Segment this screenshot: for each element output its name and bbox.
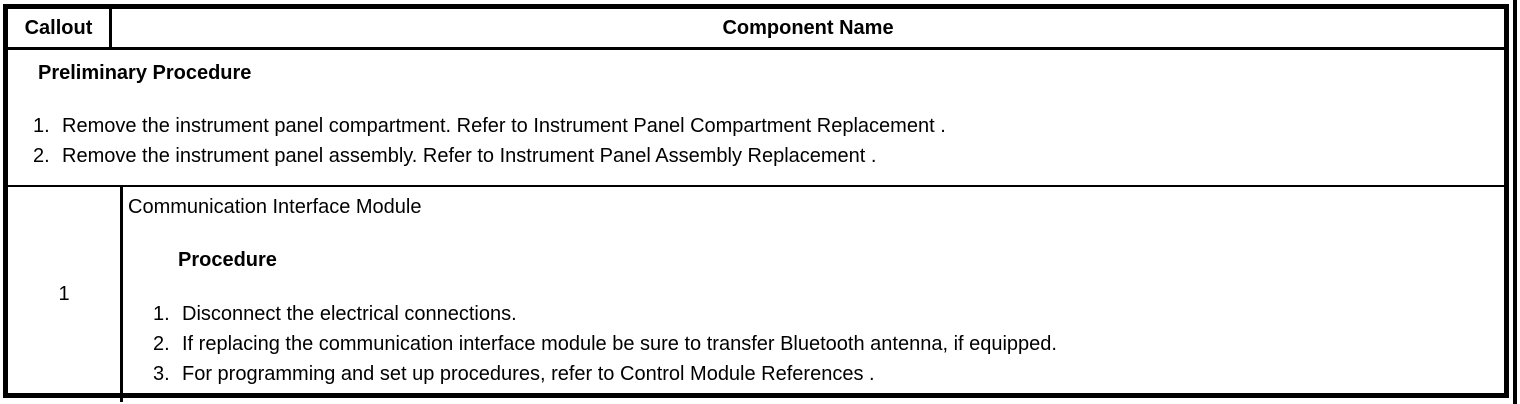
component-name: Communication Interface Module — [128, 196, 422, 218]
component-row: 1 Communication Interface Module Procedu… — [8, 187, 1504, 402]
step-number: 1. — [153, 303, 170, 325]
callout-cell: 1 — [8, 187, 123, 402]
step-text-suffix: . — [863, 363, 875, 385]
step-number: 2. — [33, 145, 50, 167]
step-text-suffix: . — [934, 115, 946, 137]
step-text: For programming and set up procedures, r… — [182, 359, 1504, 389]
reference-link-instrument-panel-compartment-replacement[interactable]: Instrument Panel Compartment Replacement — [533, 115, 935, 137]
procedure-heading: Procedure — [178, 249, 277, 271]
step-text-lead: For programming and set up procedures, r… — [182, 363, 620, 385]
step-text: If replacing the communication interface… — [182, 329, 1504, 359]
step-text-lead: Remove the instrument panel assembly. Re… — [62, 145, 500, 167]
reference-link-control-module-references[interactable]: Control Module References — [620, 363, 864, 385]
step-number: 2. — [153, 333, 170, 355]
component-cell: Communication Interface Module Procedure… — [123, 187, 1504, 402]
reference-link-instrument-panel-assembly-replacement[interactable]: Instrument Panel Assembly Replacement — [499, 145, 866, 167]
callout-column-header: Callout — [8, 9, 112, 47]
procedure-step-1: 1. Disconnect the electrical connections… — [128, 299, 1504, 329]
page-edge-rule — [1513, 0, 1517, 404]
component-table: Callout Component Name Preliminary Proce… — [3, 4, 1509, 402]
preliminary-procedure-row: Preliminary Procedure 1. Remove the inst… — [8, 61, 1504, 187]
table-header-row: Callout Component Name — [8, 9, 1504, 50]
step-number: 3. — [153, 363, 170, 385]
preliminary-steps-list: 1. Remove the instrument panel compartme… — [8, 111, 1504, 171]
procedure-step-3: 3. For programming and set up procedures… — [128, 359, 1504, 389]
preliminary-step-2: 2. Remove the instrument panel assembly.… — [8, 141, 1504, 171]
step-number: 1. — [33, 115, 50, 137]
step-text-lead: Disconnect the electrical connections. — [182, 303, 517, 325]
step-text-lead: If replacing the communication interface… — [182, 333, 1057, 355]
component-name-column-header: Component Name — [722, 16, 894, 39]
preliminary-procedure-heading: Preliminary Procedure — [38, 62, 252, 84]
step-text-suffix: . — [865, 145, 877, 167]
preliminary-step-1: 1. Remove the instrument panel compartme… — [8, 111, 1504, 141]
step-text: Disconnect the electrical connections. — [182, 299, 1504, 329]
step-text: Remove the instrument panel compartment.… — [62, 111, 1504, 141]
procedure-step-2: 2. If replacing the communication interf… — [128, 329, 1504, 359]
procedure-steps-list: 1. Disconnect the electrical connections… — [128, 299, 1504, 389]
step-text-lead: Remove the instrument panel compartment.… — [62, 115, 534, 137]
step-text: Remove the instrument panel assembly. Re… — [62, 141, 1504, 171]
